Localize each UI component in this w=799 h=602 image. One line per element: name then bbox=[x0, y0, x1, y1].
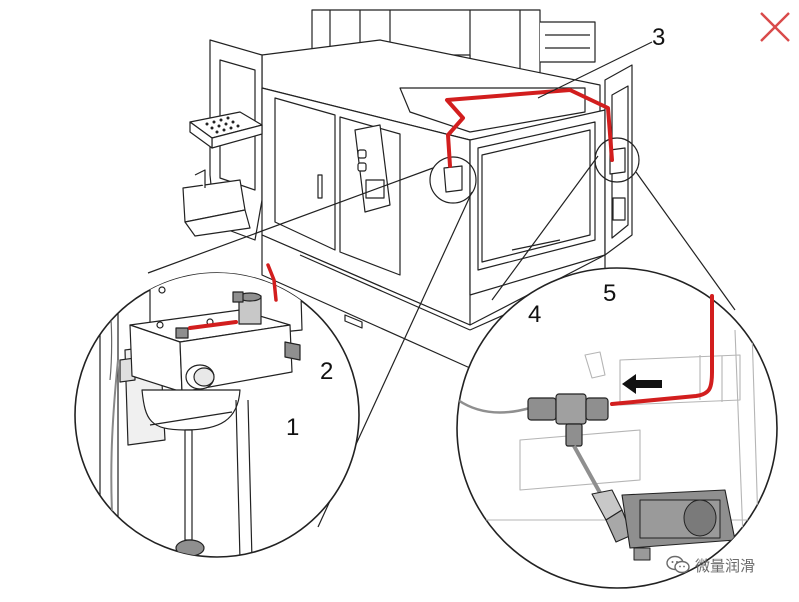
left-detail-circle bbox=[74, 263, 360, 558]
callout-4: 4 bbox=[528, 301, 542, 328]
callout-5: 5 bbox=[603, 280, 617, 307]
highlight-line-machine bbox=[445, 88, 614, 168]
close-icon bbox=[760, 12, 790, 42]
highlight-line-left bbox=[188, 320, 238, 330]
watermark-text: 微量润滑 bbox=[695, 556, 756, 575]
right-detail-circle bbox=[456, 267, 778, 589]
watermark: 微量润滑 bbox=[666, 552, 755, 578]
callout-2: 2 bbox=[320, 358, 334, 385]
highlight-line-right bbox=[610, 294, 714, 406]
wechat-icon bbox=[666, 555, 690, 574]
callout-1: 1 bbox=[286, 414, 300, 441]
close-button[interactable] bbox=[758, 10, 792, 44]
callout-3: 3 bbox=[652, 24, 666, 51]
machine-illustration bbox=[182, 9, 640, 369]
flow-arrow bbox=[622, 374, 662, 394]
